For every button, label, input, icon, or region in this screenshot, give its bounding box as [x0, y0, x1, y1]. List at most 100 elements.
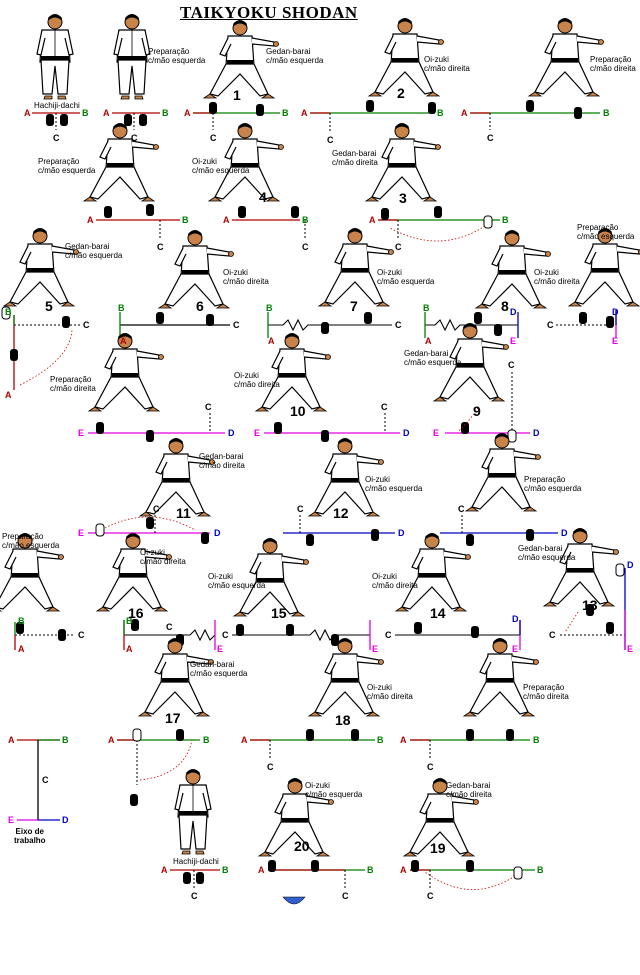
move-label: Gedan-barai c/mão esquerda [65, 242, 123, 260]
axis-a: A [301, 108, 308, 118]
step-number: 10 [290, 403, 306, 419]
page-title: TAIKYOKU SHODAN [180, 3, 358, 22]
step-number: 15 [271, 605, 287, 621]
move-label: Gedan-barai c/mão esquerda [190, 660, 248, 678]
step-number: 4 [259, 189, 267, 205]
step-number: 19 [430, 840, 446, 856]
legend-axis-c: C [42, 775, 49, 785]
axis-c: C [549, 630, 556, 640]
move-label: Gedan-barai c/mão direita [446, 781, 492, 799]
axis-a: A [223, 215, 230, 225]
axis-d: D [398, 528, 405, 538]
move-label: Preparação c/mão esquerda [577, 223, 635, 241]
axis-a: A [369, 215, 376, 225]
axis-a: A [184, 108, 191, 118]
axis-a: A [5, 390, 12, 400]
axis-d: D [561, 528, 568, 538]
axis-b: B [537, 865, 544, 875]
move-label: Preparação c/mão direita [50, 375, 96, 393]
axis-c: C [508, 360, 515, 370]
step-number: 20 [294, 838, 310, 854]
axis-b: B [126, 616, 133, 626]
axis-e: E [217, 644, 224, 654]
axis-b: B [5, 307, 12, 317]
axis-e: E [78, 528, 85, 538]
axis-d: D [627, 560, 634, 570]
axis-c: C [131, 133, 138, 143]
step-number: 18 [335, 712, 351, 728]
axis-c: C [327, 135, 334, 145]
axis-a: A [400, 865, 407, 875]
axis-e: E [433, 428, 440, 438]
move-label: Oi-zuki c/mão esquerda [305, 781, 363, 799]
axis-c: C [395, 242, 402, 252]
stance-label: Hachiji-dachi [173, 857, 219, 866]
axis-d: D [533, 428, 540, 438]
move-label: Oi-zuki c/mão direita [372, 572, 418, 590]
axis-c: C [385, 630, 392, 640]
move-label: Oi-zuki c/mão esquerda [365, 475, 423, 493]
axis-c: C [427, 891, 434, 901]
axis-c: C [547, 320, 554, 330]
axis-a: A [24, 108, 31, 118]
axis-a: A [120, 336, 127, 346]
axis-b: B [282, 108, 289, 118]
axis-b: B [266, 303, 273, 313]
axis-c: C [458, 504, 465, 514]
axis-b: B [603, 108, 610, 118]
axis-a: A [461, 108, 468, 118]
axis-a: A [18, 644, 25, 654]
axis-a: A [161, 865, 168, 875]
move-label: Oi-zuki c/mão direita [424, 55, 470, 73]
axis-c: C [205, 402, 212, 412]
axis-e: E [612, 336, 619, 346]
legend-axis-b: B [62, 735, 69, 745]
axis-b: B [533, 735, 540, 745]
axis-b: B [18, 616, 25, 626]
axis-b: B [222, 865, 229, 875]
step-number: 1 [233, 87, 241, 103]
axis-b: B [437, 108, 444, 118]
axis-c: C [83, 320, 90, 330]
axis-b: B [502, 215, 509, 225]
axis-c: C [487, 133, 494, 143]
legend-axis-a: A [8, 735, 15, 745]
step-number: 5 [45, 298, 53, 314]
move-label: Gedan-barai c/mão direita [332, 149, 378, 167]
move-label: Oi-zuki c/mão direita [234, 371, 280, 389]
move-label: Preparação c/mão esquerda [148, 47, 206, 65]
axis-d: D [214, 528, 221, 538]
move-label: Oi-zuki c/mão direita [223, 268, 269, 286]
step-number: 2 [397, 85, 405, 101]
legend-axis-e: E [8, 815, 15, 825]
axis-e: E [254, 428, 261, 438]
step-number: 14 [430, 605, 446, 621]
axis-b: B [82, 108, 89, 118]
step-number: 3 [399, 190, 407, 206]
step-number: 12 [333, 505, 349, 521]
step-number: 13 [582, 597, 598, 613]
axis-b: B [162, 108, 169, 118]
axis-e: E [627, 644, 634, 654]
axis-c: C [297, 504, 304, 514]
axis-a: A [108, 735, 115, 745]
axis-d: D [510, 307, 517, 317]
axis-c: C [302, 242, 309, 252]
step-number: 7 [350, 298, 358, 314]
axis-e: E [78, 428, 85, 438]
move-label: Preparação c/mão esquerda [2, 532, 60, 550]
axis-d: D [512, 614, 519, 624]
axis-c: C [53, 133, 60, 143]
move-label: Gedan-barai c/mão esquerda [266, 47, 324, 65]
axis-a: A [400, 735, 407, 745]
axis-c: C [233, 320, 240, 330]
axis-c: C [342, 891, 349, 901]
move-label: Gedan-barai c/mão direita [199, 452, 245, 470]
move-label: Oi-zuki c/mão esquerda [377, 268, 435, 286]
axis-d: D [612, 307, 619, 317]
move-label: Oi-zuki c/mão direita [534, 268, 580, 286]
axis-c: C [395, 320, 402, 330]
axis-c: C [210, 133, 217, 143]
move-label: Gedan-barai c/mão esquerda [518, 544, 576, 562]
